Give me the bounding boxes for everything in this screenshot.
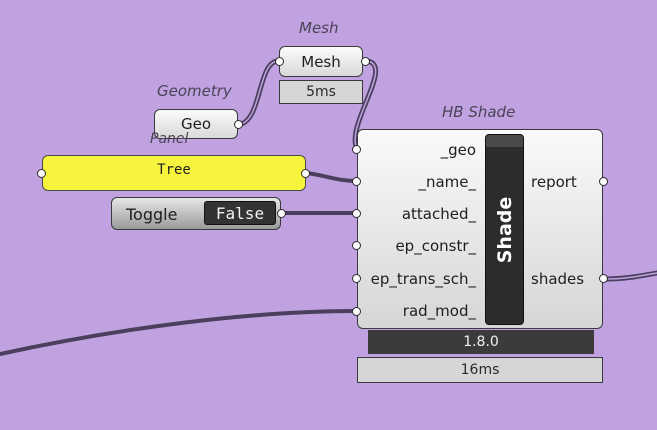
input-label-name: _name_ [418,173,476,191]
input-grip-ep-constr[interactable] [352,241,361,250]
input-label-rad-mod: rad_mod_ [402,302,476,320]
output-label-shades: shades [531,270,585,288]
component-name: Shade [493,196,516,263]
geometry-caption: Geometry [157,82,232,100]
wire-panel-to-name [304,171,359,183]
output-grip-report[interactable] [599,177,608,186]
bar-highlight [486,135,523,147]
mesh-output-grip[interactable] [361,57,370,66]
tree-panel[interactable]: Tree [42,155,306,191]
input-label-ep-constr: ep_constr_ [395,237,476,255]
component-name-bar: Shade [485,134,524,325]
input-grip-name[interactable] [352,177,361,186]
input-label-geo: _geo [440,141,476,159]
toggle-value[interactable]: False [204,201,276,225]
input-grip-attached[interactable] [352,209,361,218]
mesh-component[interactable]: Mesh [279,46,363,77]
wire-shades-output-inner [605,272,657,280]
toggle-output-grip[interactable] [277,209,286,218]
geometry-output-grip[interactable] [234,120,243,129]
wire-offscreen-to-rad-mod [0,309,359,356]
mesh-caption: Mesh [299,19,339,37]
mesh-input-grip[interactable] [275,57,284,66]
version-label: 1.8.0 [463,334,499,350]
mesh-timing: 5ms [306,84,336,100]
geometry-label: Geo [180,115,212,133]
output-label-report: report [531,173,577,191]
input-grip-rad-mod[interactable] [352,307,361,316]
wire-mesh-to-geo-input-inner [354,60,377,150]
wire-geo-to-mesh-inner [240,60,280,125]
boolean-toggle[interactable]: Toggle False [111,197,281,230]
input-label-ep-trans-sch: ep_trans_sch_ [370,270,476,288]
hb-shade-timer: 16ms [357,357,603,383]
panel-caption: Panel [150,131,189,147]
input-grip-geo[interactable] [352,145,361,154]
output-grip-shades[interactable] [599,274,608,283]
panel-input-grip[interactable] [37,169,46,178]
version-bar: 1.8.0 [368,330,594,354]
input-grip-ep-trans-sch[interactable] [352,274,361,283]
panel-output-grip[interactable] [301,169,310,178]
hb-shade-timing: 16ms [460,362,500,378]
hb-shade-component[interactable]: _geo _name_ attached_ ep_constr_ ep_tran… [357,129,603,329]
hb-shade-caption: HB Shade [442,103,516,121]
mesh-label: Mesh [301,52,341,71]
input-label-attached: attached_ [401,205,476,223]
panel-value: Tree [157,162,191,178]
mesh-timer: 5ms [279,80,363,104]
toggle-label: Toggle [126,205,178,224]
